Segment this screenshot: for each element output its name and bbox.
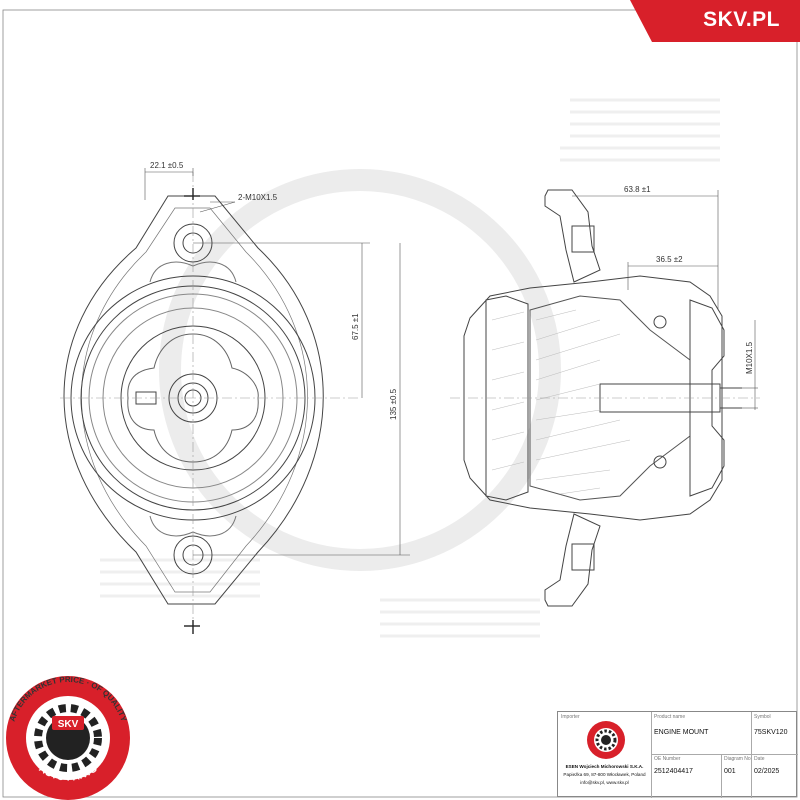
side-upper-bracket — [544, 189, 601, 283]
oe-number: 2512404417 — [654, 768, 693, 775]
dim-side-height-top: 63.8 ±1 — [624, 185, 651, 194]
brand-corner-tab: SKV.PL — [630, 0, 800, 42]
symbol-label: Symbol — [754, 714, 771, 720]
section-markers — [184, 188, 200, 634]
side-pin-upper — [653, 315, 667, 329]
tb-divider-2 — [721, 754, 722, 798]
product-name-label: Product name — [654, 714, 686, 720]
date-value: 02/2025 — [754, 768, 780, 775]
diagram-no-label: Diagram No — [724, 756, 751, 762]
watermark-gear — [159, 169, 561, 571]
side-housing — [463, 275, 723, 521]
importer-contact: info@skv.pl, www.skv.pl — [580, 780, 629, 785]
dim-side-height-mid: 36.5 ±2 — [656, 255, 683, 264]
side-right-cap — [689, 299, 725, 497]
front-flange-inner — [81, 207, 308, 593]
skv-stamp: AFTERMARKET PRICE · OF QUALITY AUTO PART… — [6, 675, 130, 800]
side-lower-bolt — [571, 543, 595, 571]
side-upper-bolt — [571, 225, 595, 253]
importer-label: Importer — [561, 714, 580, 720]
tb-divider-3 — [751, 712, 752, 798]
side-left-plate — [485, 295, 529, 501]
dim-thread-callout: 2-M10X1.5 — [238, 193, 278, 202]
product-name: ENGINE MOUNT — [654, 729, 709, 736]
front-flange-outline — [63, 195, 324, 605]
site-name: SKV.PL — [703, 8, 780, 31]
tb-divider-4 — [651, 754, 798, 755]
title-stamp-icon — [587, 721, 625, 759]
watermark-hatch — [100, 98, 720, 638]
front-centerlines — [60, 172, 360, 628]
dim-side-thread: M10X1.5 — [745, 341, 754, 374]
tb-divider-1 — [651, 712, 652, 798]
side-dimension-lines — [572, 190, 758, 410]
title-block: Importer ESEN Wojciech Michorowski S.K.A… — [557, 711, 798, 798]
dim-center-to-hole: 67.5 ±1 — [351, 313, 360, 340]
oe-number-label: OE Number — [654, 756, 681, 762]
date-label: Date — [754, 756, 765, 762]
symbol-value: 75SKV120 — [754, 729, 788, 736]
side-hatching — [491, 309, 631, 495]
stamp-center-plate — [52, 716, 84, 730]
drawing-frame — [2, 9, 798, 798]
stamp-gear-icon — [34, 704, 102, 772]
side-lower-bracket — [544, 513, 601, 607]
front-dimension-lines — [144, 168, 410, 556]
importer-address: Papieżka 69, 87-800 Włocławek, Poland — [563, 772, 646, 777]
dim-front-top-offset: 22.1 ±0.5 — [150, 161, 184, 170]
stamp-center-text: SKV — [58, 719, 79, 730]
dim-hole-spacing: 135 ±0.5 — [389, 388, 398, 420]
diagram-no: 001 — [724, 768, 736, 775]
side-pin-lower — [653, 455, 667, 469]
importer-name: ESEN Wojciech Michorowski S.K.A. — [565, 764, 644, 769]
